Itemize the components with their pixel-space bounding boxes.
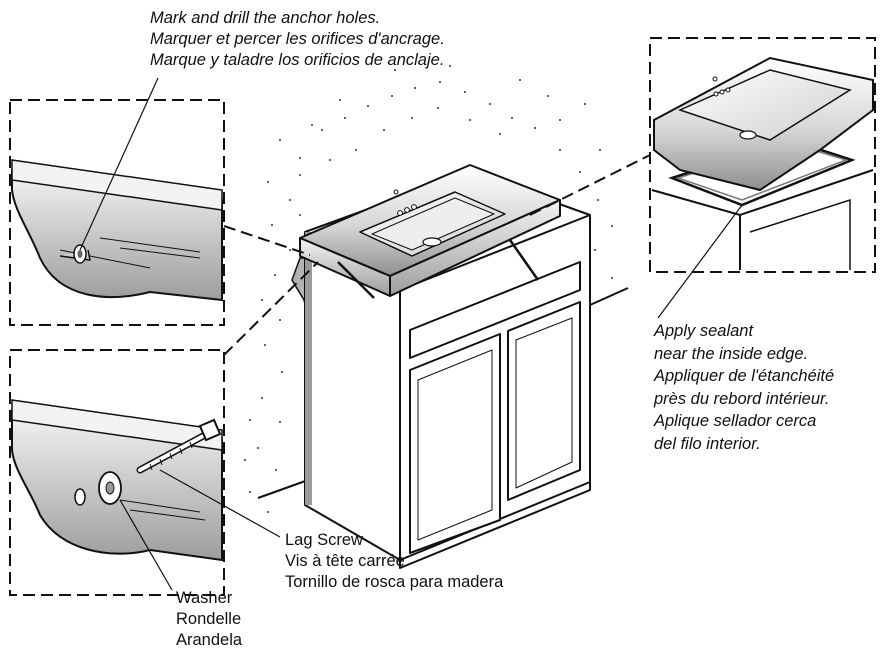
washer-en: Washer [176,589,233,607]
lag-screw-en: Lag Screw [285,531,363,549]
detail-sealant [649,37,876,273]
detail-anchor-holes [9,99,225,326]
sealant-es-1: Aplique sellador cerca [654,412,817,430]
callout-washer: Washer Rondelle Arandela [176,588,242,651]
callout-anchor-holes: Mark and drill the anchor holes. Marquer… [150,8,445,71]
anchor-holes-es: Marque y taladre los orificios de anclaj… [150,51,445,69]
anchor-holes-en: Mark and drill the anchor holes. [150,9,381,27]
lag-screws-main [337,239,540,299]
callout-sealant: Apply sealant near the inside edge. Appl… [654,320,834,455]
sealant-en-2: near the inside edge. [654,344,809,363]
callout-lag-screw: Lag Screw Vis à tête carrée Tornillo de … [285,530,503,593]
sealant-fr-2: près du rebord intérieur. [654,389,830,408]
anchor-holes-fr: Marquer et percer les orifices d'ancrage… [150,30,445,48]
washer-es: Arandela [176,631,243,649]
sealant-en-1: Apply sealant [654,322,754,340]
washer-fr: Rondelle [176,610,242,628]
connector-lines [223,154,651,356]
sealant-es-2: del filo interior. [654,434,761,453]
wall-stipple [244,65,613,513]
countertop-sink [299,164,561,297]
sealant-fr-1: Appliquer de l'étanchéité [654,367,835,385]
lag-screw-fr: Vis à tête carrée [285,552,405,570]
detail-lag-screw [9,349,225,596]
leader-lines [79,77,743,591]
vanity-cabinet [304,171,591,569]
lag-screw-es: Tornillo de rosca para madera [285,573,504,591]
